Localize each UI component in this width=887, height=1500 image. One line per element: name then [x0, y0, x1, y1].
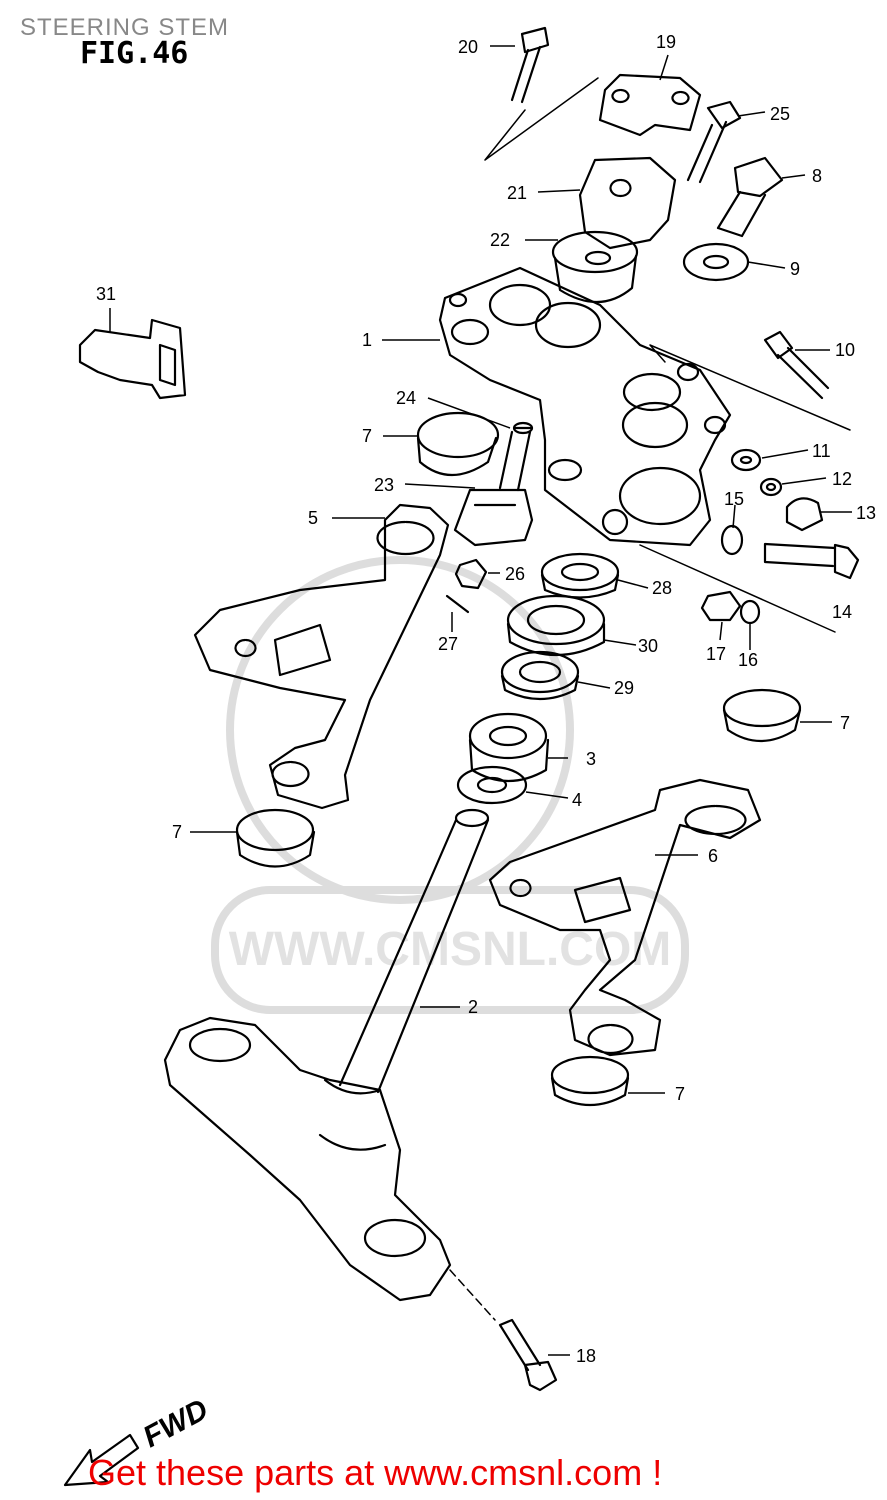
callout-27: 27: [438, 634, 458, 654]
callout-20: 20: [458, 37, 478, 57]
callout-9: 9: [790, 259, 800, 279]
guide-line-1: [649, 344, 851, 431]
footer-link[interactable]: Get these parts at www.cmsnl.com !: [88, 1452, 663, 1493]
part-10-bolt: [763, 330, 830, 400]
part-24-pin: [498, 421, 534, 492]
guide-line-18: [449, 1269, 496, 1321]
guide-line-19: [484, 77, 599, 161]
part-28-bearing: [540, 552, 620, 599]
part-3-bearing: [468, 712, 550, 783]
part-25-bolt: [686, 100, 742, 184]
callout-10: 10: [835, 340, 855, 360]
callout-13: 13: [856, 503, 876, 523]
callout-17: 17: [706, 644, 726, 664]
part-27-pin: [445, 594, 470, 614]
callout-21: 21: [507, 183, 527, 203]
callout-6: 6: [708, 846, 718, 866]
callout-28: 28: [652, 578, 672, 598]
part-19-handlebar-clamp: [598, 73, 702, 137]
leader-lines: [109, 45, 852, 1356]
callout-4: 4: [572, 790, 582, 810]
watermark-text: WWW.CMSNL.COM: [229, 923, 672, 976]
callout-19: 19: [656, 32, 676, 52]
callout-16: 16: [738, 650, 758, 670]
callout-2: 2: [468, 997, 478, 1017]
fwd-label: FWD: [138, 1393, 214, 1454]
part-20-bolt: [510, 26, 550, 104]
part-12-washer: [759, 477, 783, 497]
part-29-seal: [500, 650, 580, 700]
callout-14: 14: [832, 602, 852, 622]
guide-line-14: [639, 544, 836, 633]
watermark: [211, 556, 689, 1014]
part-16-washer: [739, 599, 761, 625]
part-7-cap-left: [235, 808, 316, 868]
callout-23: 23: [374, 475, 394, 495]
callout-26: 26: [505, 564, 525, 584]
figure-number: FIG.46: [80, 36, 189, 71]
part-6-headlight-bracket: [488, 778, 762, 1057]
part-4-race: [456, 765, 528, 805]
callout-7a: 7: [362, 426, 372, 446]
callout-8: 8: [812, 166, 822, 186]
part-14-bolt: [763, 542, 860, 580]
part-30-race: [506, 594, 606, 656]
part-7-cap-upper: [416, 411, 500, 476]
part-11-washer: [730, 448, 762, 472]
callout-7d: 7: [675, 1084, 685, 1104]
callout-12: 12: [832, 469, 852, 489]
part-9-washer: [682, 242, 750, 282]
callout-1: 1: [362, 330, 372, 350]
callout-11: 11: [812, 441, 831, 461]
part-23-stem-nut: [453, 488, 534, 547]
callout-15: 15: [724, 489, 744, 509]
callout-30: 30: [638, 636, 658, 656]
callout-7c: 7: [172, 822, 182, 842]
part-5-headlight-bracket: [193, 503, 450, 810]
callout-24: 24: [396, 388, 416, 408]
callout-18: 18: [576, 1346, 596, 1366]
fwd-arrow-icon: [63, 1433, 140, 1487]
part-26-nut: [454, 558, 488, 590]
part-31-ignition-switch: [78, 318, 187, 400]
callout-31: 31: [96, 284, 116, 304]
part-7-cap-right: [722, 688, 802, 742]
callout-29: 29: [614, 678, 634, 698]
part-21-handlebar-holder: [578, 156, 677, 250]
callout-22: 22: [490, 230, 510, 250]
part-18-bolt: [498, 1318, 558, 1392]
part-1-upper-bracket: [438, 266, 732, 547]
part-1-bore-holes: [448, 283, 727, 536]
callout-7b: 7: [840, 713, 850, 733]
part-8-bolt: [716, 156, 784, 238]
part-15-washer: [720, 524, 744, 556]
part-2-steering-stem: [163, 808, 490, 1302]
part-22-cushion: [551, 230, 639, 304]
part-13-cap-nut: [785, 497, 824, 532]
callout-3: 3: [586, 749, 596, 769]
page-header: STEERING STEM: [20, 14, 230, 41]
callout-5: 5: [308, 508, 318, 528]
part-17-nut: [700, 590, 742, 622]
part-7-cap-lower: [550, 1055, 630, 1106]
callout-25: 25: [770, 104, 790, 124]
